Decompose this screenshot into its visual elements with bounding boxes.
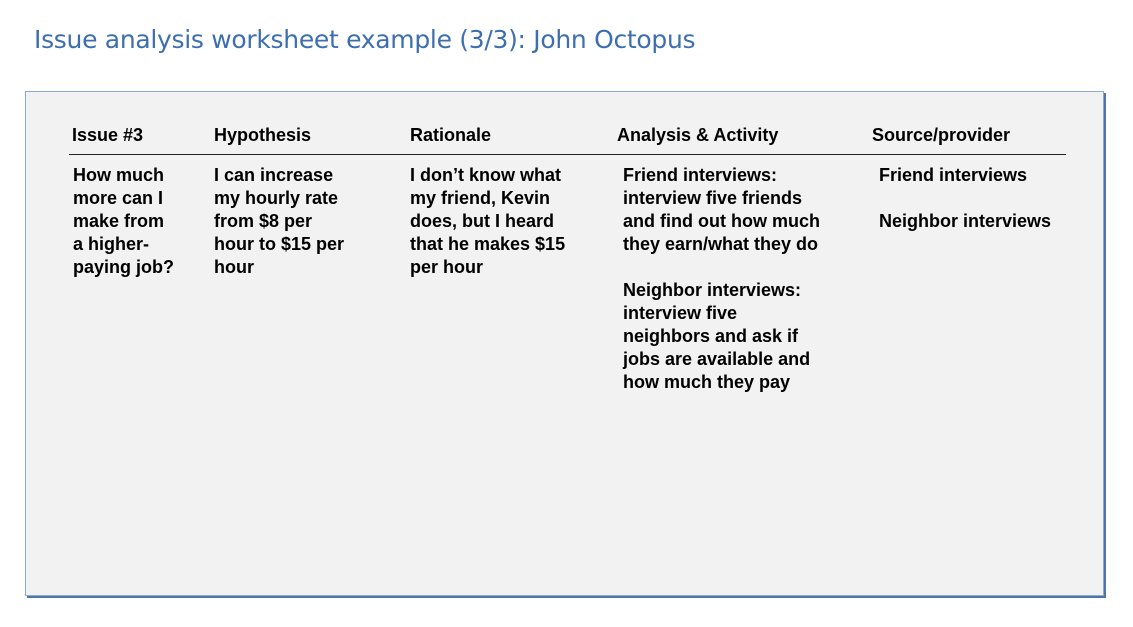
hypothesis-line: from $8 per bbox=[214, 211, 313, 231]
analysis-cell: Friend interviews: interview five friend… bbox=[623, 164, 820, 394]
rationale-line: my friend, Kevin bbox=[410, 188, 551, 208]
page-title: Issue analysis worksheet example (3/3): … bbox=[34, 25, 696, 54]
source-line: Friend interviews bbox=[879, 165, 1028, 185]
hypothesis-line: my hourly rate bbox=[214, 188, 339, 208]
worksheet-table: Issue #3 Hypothesis Rationale Analysis &… bbox=[25, 91, 1104, 596]
issue-line: paying job? bbox=[73, 257, 174, 277]
rationale-line: I don’t know what bbox=[410, 165, 561, 185]
rationale-line: does, but I heard bbox=[410, 211, 555, 231]
hypothesis-line: I can increase bbox=[214, 165, 334, 185]
rationale-line: per hour bbox=[410, 257, 484, 277]
header-divider bbox=[69, 154, 1066, 155]
source-cell: Friend interviews Neighbor interviews bbox=[879, 164, 1051, 233]
analysis-line: and find out how much bbox=[623, 211, 820, 231]
paragraph-gap bbox=[879, 187, 1051, 210]
analysis-line: they earn/what they do bbox=[623, 234, 819, 254]
issue-cell: How much more can I make from a higher- … bbox=[73, 164, 174, 279]
hypothesis-line: hour bbox=[214, 257, 254, 277]
paragraph-gap bbox=[623, 256, 820, 279]
header-hypothesis: Hypothesis bbox=[214, 125, 312, 145]
analysis-line: Friend interviews: bbox=[623, 165, 778, 185]
rationale-line: that he makes $15 bbox=[410, 234, 566, 254]
analysis-line: interview five friends bbox=[623, 188, 803, 208]
analysis-line: interview five bbox=[623, 303, 738, 323]
issue-line: make from bbox=[73, 211, 165, 231]
analysis-line: neighbors and ask if bbox=[623, 326, 799, 346]
issue-line: a higher- bbox=[73, 234, 150, 254]
header-issue: Issue #3 bbox=[72, 125, 144, 145]
analysis-line: Neighbor interviews: bbox=[623, 280, 802, 300]
analysis-line: how much they pay bbox=[623, 372, 791, 392]
issue-line: more can I bbox=[73, 188, 164, 208]
hypothesis-cell: I can increase my hourly rate from $8 pe… bbox=[214, 164, 344, 279]
header-source-provider: Source/provider bbox=[872, 125, 1011, 145]
header-rationale: Rationale bbox=[410, 125, 492, 145]
rationale-cell: I don’t know what my friend, Kevin does,… bbox=[410, 164, 565, 279]
hypothesis-line: hour to $15 per bbox=[214, 234, 345, 254]
issue-line: How much bbox=[73, 165, 165, 185]
source-line: Neighbor interviews bbox=[879, 211, 1052, 231]
header-analysis-activity: Analysis & Activity bbox=[617, 125, 779, 145]
analysis-line: jobs are available and bbox=[623, 349, 811, 369]
